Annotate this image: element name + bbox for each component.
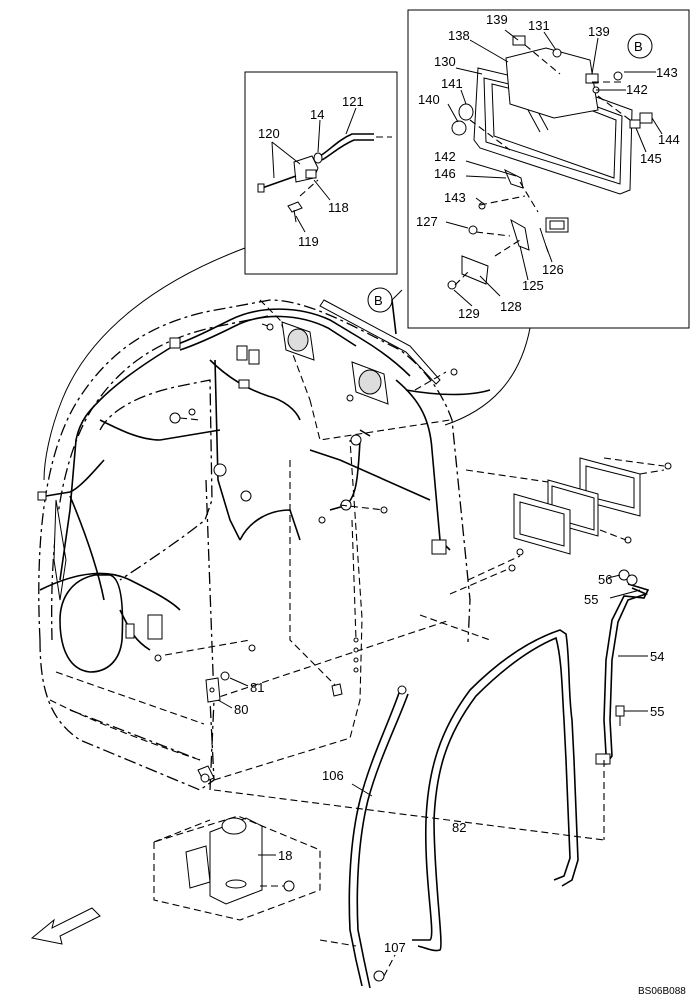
callout-139a: 139: [486, 12, 508, 27]
callout-129: 129: [458, 306, 480, 321]
callout-18: 18: [278, 848, 292, 863]
washer-tank: [153, 815, 321, 921]
callout-128: 128: [500, 299, 522, 314]
callout-142b: 142: [434, 149, 456, 164]
detail-box-wiper: [43, 71, 398, 481]
drawing-code: BS06B088: [638, 986, 686, 997]
callout-145: 145: [640, 151, 662, 166]
bracket-80: [205, 671, 249, 709]
callout-140: 140: [418, 92, 440, 107]
callout-56: 56: [598, 572, 612, 587]
detail-marker-circle: [627, 33, 653, 59]
cab-body: [37, 287, 491, 791]
callout-143b: 143: [444, 190, 466, 205]
callout-127: 127: [416, 214, 438, 229]
callout-14: 14: [310, 107, 324, 122]
callout-55b: 55: [650, 704, 664, 719]
callout-107: 107: [384, 940, 406, 955]
light-assembly: [419, 457, 672, 641]
callout-81: 81: [250, 680, 264, 695]
callout-54: 54: [650, 649, 664, 664]
callout-126: 126: [542, 262, 564, 277]
callout-142a: 142: [626, 82, 648, 97]
stay-106: [348, 685, 409, 989]
callout-55a: 55: [584, 592, 598, 607]
detail-marker-letter-a: B: [634, 39, 643, 54]
seal-82: [412, 629, 579, 952]
callout-130: 130: [434, 54, 456, 69]
callout-143a: 143: [656, 65, 678, 80]
detail-box-window: [407, 9, 690, 426]
callouts: 139 131 139 138 B 130 143 141 142 140 14…: [234, 12, 686, 997]
callout-131: 131: [528, 18, 550, 33]
callout-118: 118: [328, 200, 349, 215]
callout-80: 80: [234, 702, 248, 717]
callout-82: 82: [452, 820, 466, 835]
callout-146: 146: [434, 166, 456, 181]
callout-138: 138: [448, 28, 470, 43]
callout-144: 144: [658, 132, 680, 147]
callout-121: 121: [342, 94, 364, 109]
direction-arrow: [30, 907, 101, 945]
cab-marker-circle: [367, 287, 393, 313]
cab-marker-letter-b: B: [374, 293, 383, 308]
callout-120: 120: [258, 126, 280, 141]
stay-54: [595, 569, 650, 765]
callout-141: 141: [441, 76, 463, 91]
callout-119: 119: [298, 234, 319, 249]
callout-125: 125: [522, 278, 544, 293]
callout-139b: 139: [588, 24, 610, 39]
callout-106: 106: [322, 768, 344, 783]
